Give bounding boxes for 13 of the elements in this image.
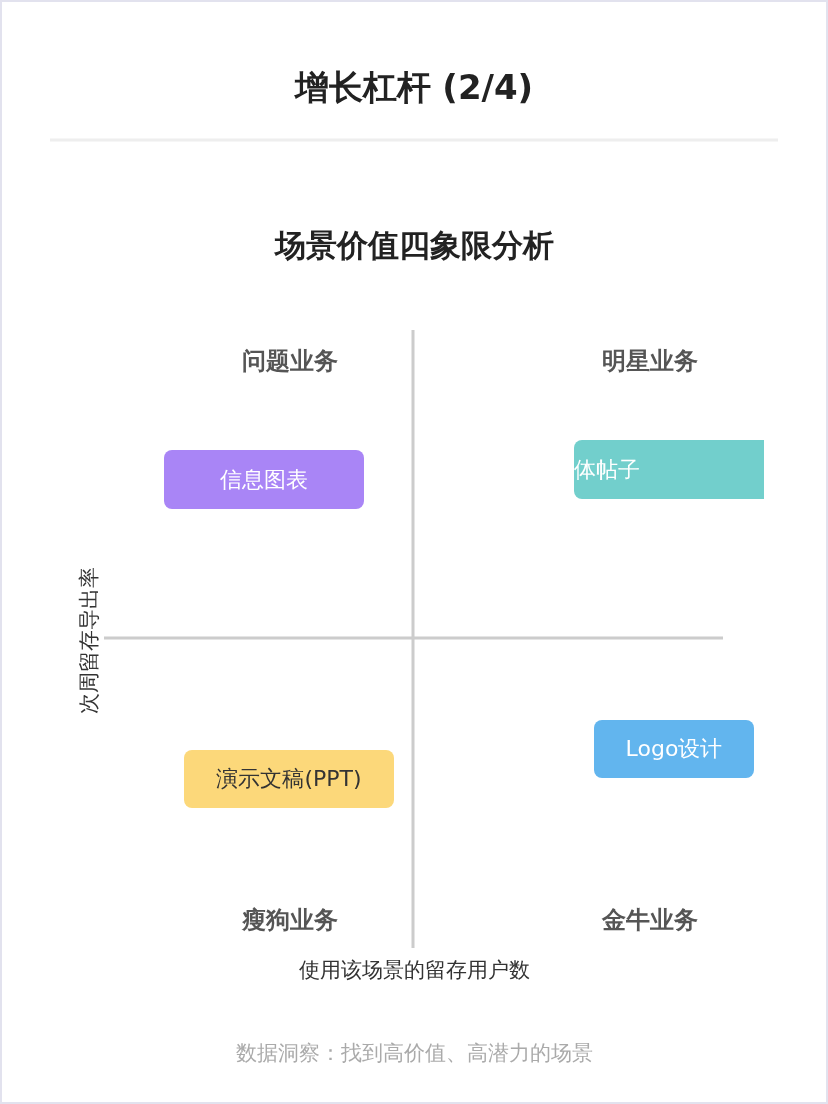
axis-label: 次周留存导出率	[75, 566, 101, 714]
chart-title: 场景价值四象限分析	[274, 226, 554, 265]
quadrant-label: 明星业务	[602, 346, 698, 377]
caption: 数据洞察：找到高价值、高潜力的场景	[235, 1040, 593, 1067]
quadrant-label: 问题业务	[242, 346, 338, 377]
scene-tag: 体帖子	[574, 440, 764, 499]
scene-tag: 信息图表	[164, 450, 364, 509]
axis-label: 使用该场景的留存用户数	[298, 957, 530, 984]
quadrant-label: 瘦狗业务	[242, 905, 338, 936]
scene-tag: 演示文稿(PPT)	[184, 750, 394, 808]
scene-tag: Logo设计	[594, 720, 754, 778]
quadrant-label: 金牛业务	[602, 905, 698, 936]
page-title: 增长杠杆 (2/4)	[294, 66, 534, 109]
